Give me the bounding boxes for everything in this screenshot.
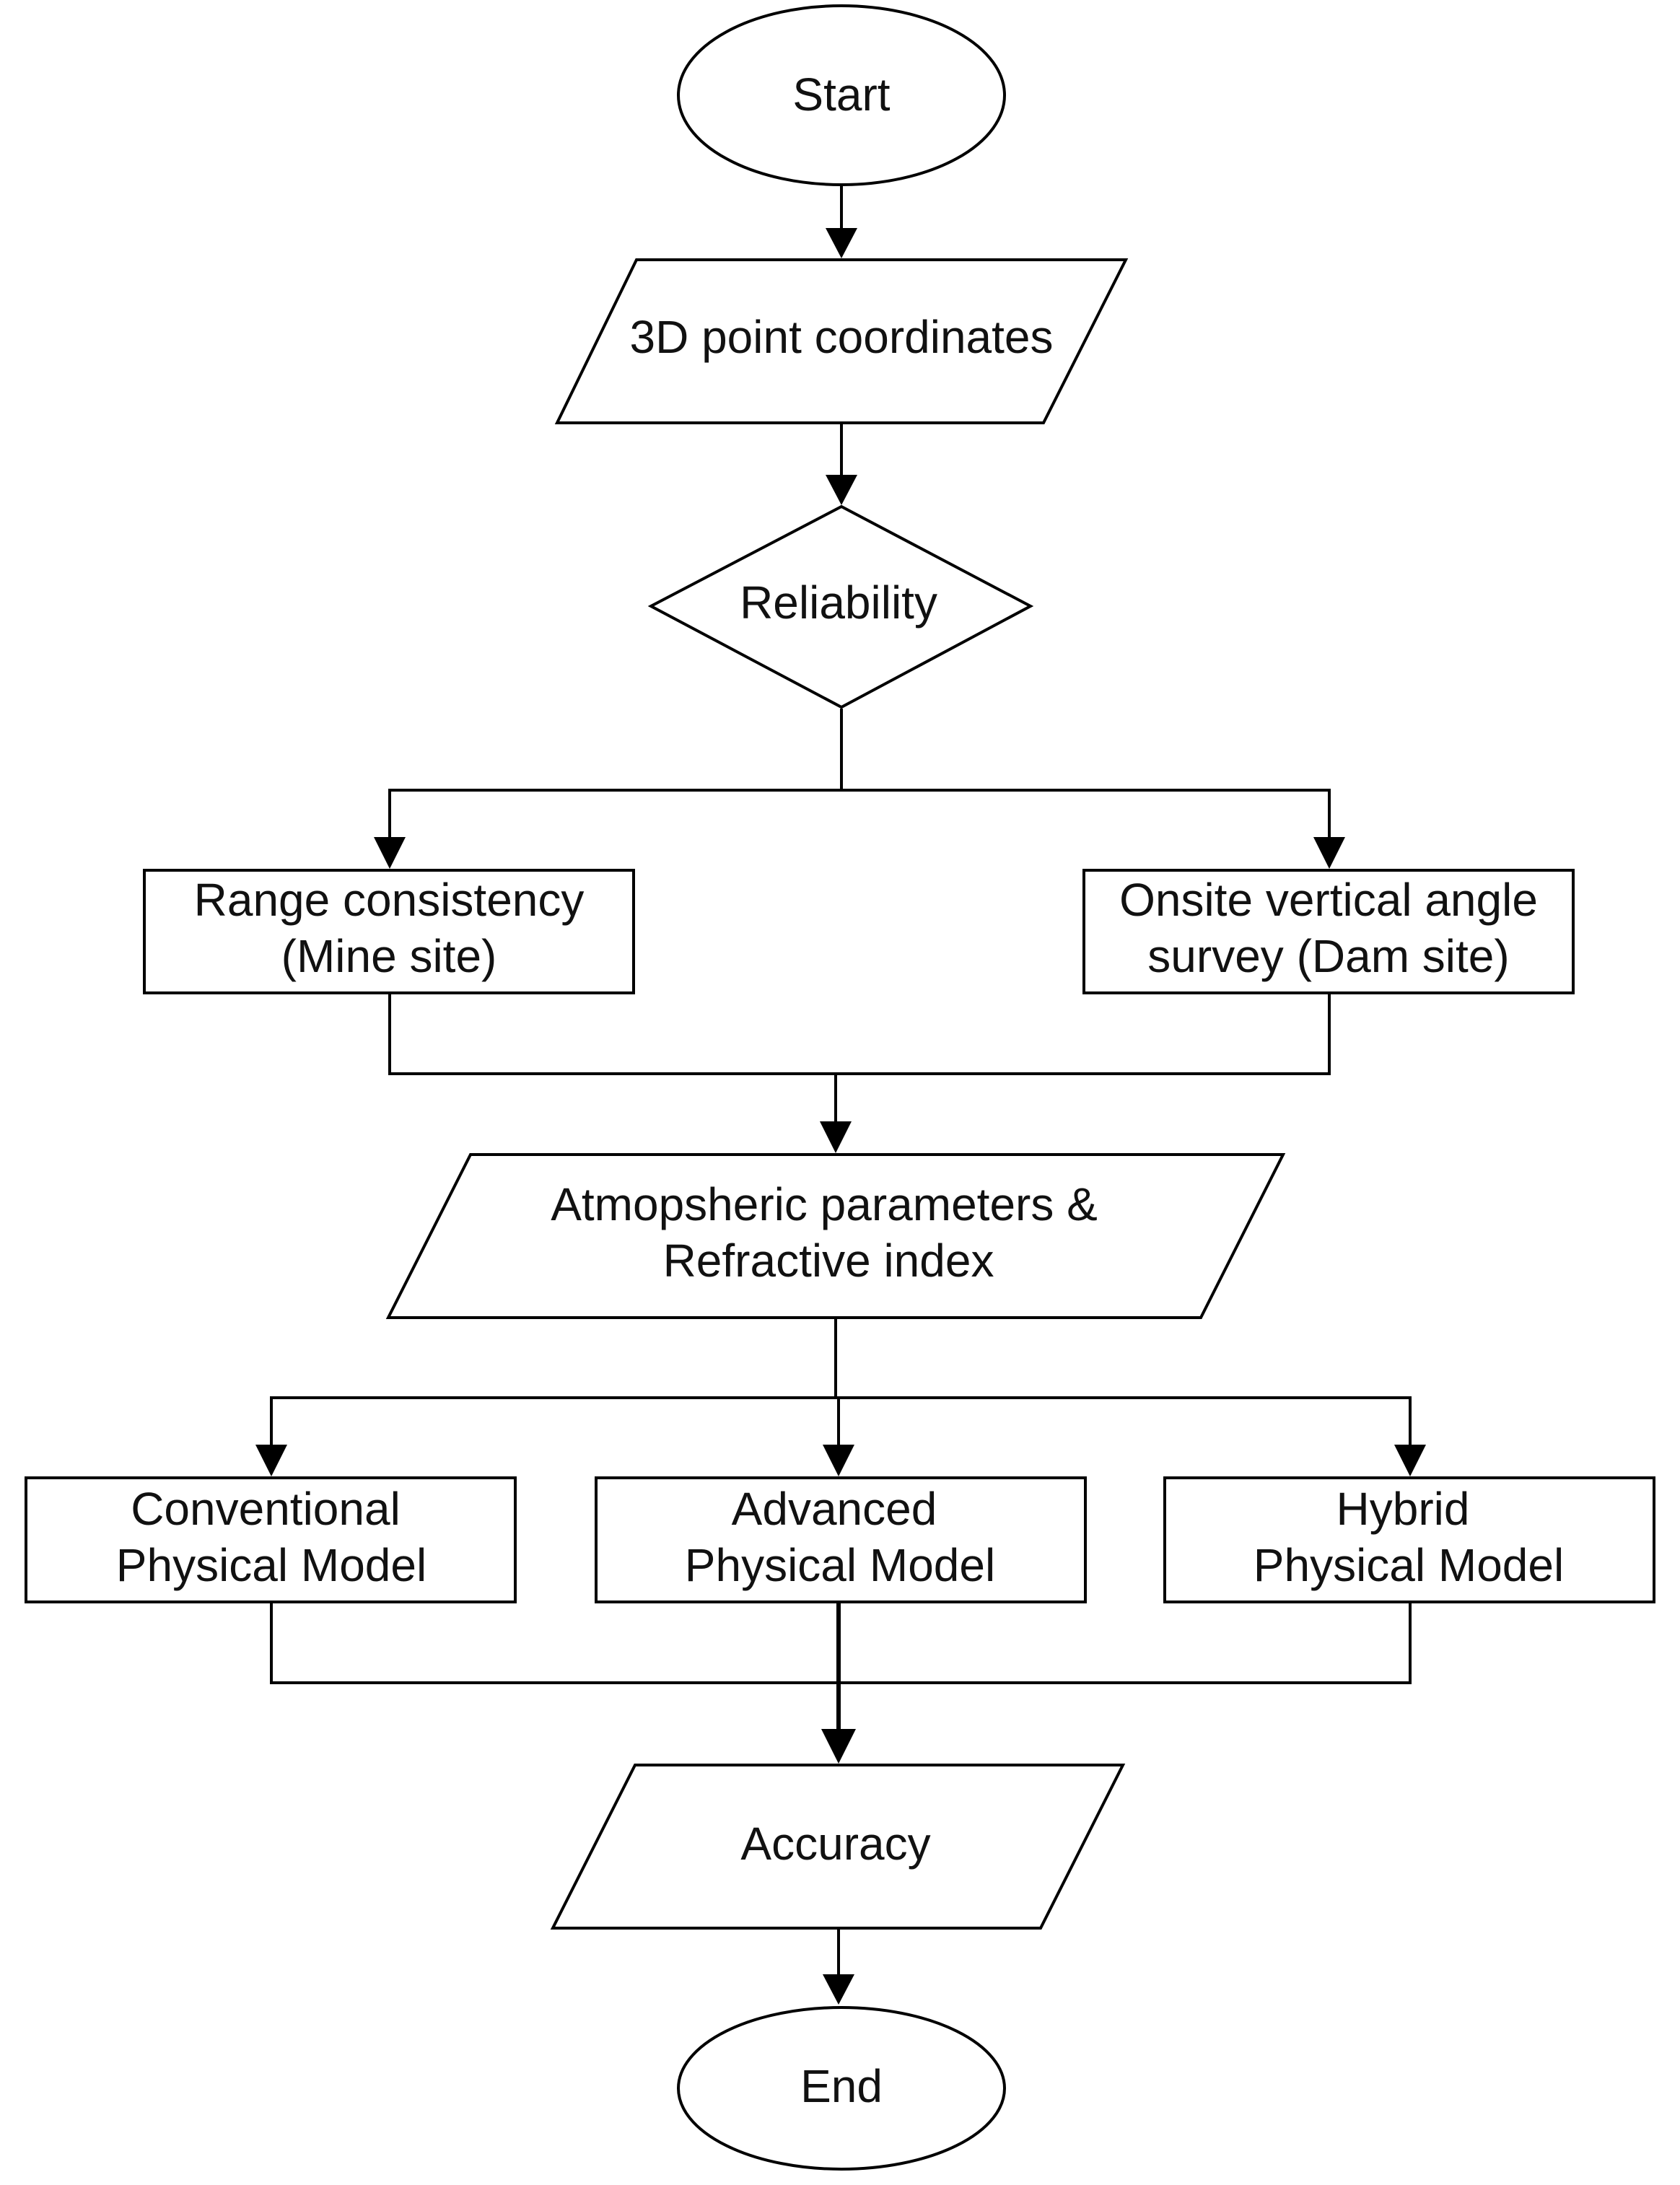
advanced-line1: Advanced bbox=[732, 1483, 937, 1535]
node-reliability: Reliability bbox=[647, 504, 1034, 709]
connector-split-to-range bbox=[388, 789, 841, 838]
range-consistency-line2: (Mine site) bbox=[281, 930, 497, 982]
reliability-label: Reliability bbox=[740, 577, 937, 629]
node-range-consistency: Range consistency (Mine site) bbox=[143, 869, 635, 994]
arrowhead-end bbox=[823, 1974, 854, 2005]
arrowhead-hybrid bbox=[1394, 1445, 1426, 1476]
node-start: Start bbox=[677, 4, 1006, 186]
atmospheric-line2: Refractive index bbox=[663, 1235, 994, 1287]
node-atmospheric-parameters: Atmopsheric parameters & Refractive inde… bbox=[385, 1153, 1286, 1319]
arrowhead-conventional bbox=[255, 1445, 287, 1476]
conventional-line2: Physical Model bbox=[116, 1539, 426, 1591]
advanced-line2: Physical Model bbox=[685, 1539, 995, 1591]
arrowhead-atmospheric bbox=[820, 1121, 852, 1153]
connector-split-to-conventional bbox=[270, 1396, 836, 1446]
start-label: Start bbox=[792, 69, 890, 121]
arrowhead-advanced bbox=[823, 1445, 854, 1476]
connectors bbox=[255, 186, 1426, 2005]
node-hybrid-model: Hybrid Physical Model bbox=[1163, 1476, 1655, 1603]
node-conventional-model: Conventional Physical Model bbox=[25, 1476, 517, 1603]
atmospheric-line1: Atmopsheric parameters & bbox=[551, 1178, 1098, 1230]
arrowhead-coordinates bbox=[826, 228, 857, 258]
hybrid-line2: Physical Model bbox=[1254, 1539, 1564, 1591]
vertical-angle-survey-line2: survey (Dam site) bbox=[1147, 930, 1509, 982]
node-vertical-angle-survey: Onsite vertical angle survey (Dam site) bbox=[1082, 869, 1575, 994]
arrowhead-vertical-angle-survey bbox=[1313, 837, 1345, 869]
end-label: End bbox=[800, 2060, 883, 2112]
accuracy-label: Accuracy bbox=[740, 1818, 930, 1870]
connector-split-to-hybrid bbox=[836, 1396, 1412, 1446]
connector-split-to-survey bbox=[841, 789, 1331, 838]
node-advanced-model: Advanced Physical Model bbox=[595, 1476, 1087, 1603]
vertical-angle-survey-line1: Onsite vertical angle bbox=[1119, 874, 1538, 926]
conventional-line1: Conventional bbox=[131, 1483, 401, 1535]
node-accuracy: Accuracy bbox=[550, 1764, 1126, 1930]
arrowhead-accuracy bbox=[821, 1729, 856, 1764]
arrowhead-reliability bbox=[826, 475, 857, 505]
connector-range-merge bbox=[388, 993, 1331, 1075]
hybrid-line1: Hybrid bbox=[1336, 1483, 1470, 1535]
arrowhead-range-consistency bbox=[374, 837, 406, 869]
node-3d-point-coordinates: 3D point coordinates bbox=[554, 258, 1129, 424]
range-consistency-line1: Range consistency bbox=[194, 874, 585, 926]
point-coordinates-label: 3D point coordinates bbox=[629, 311, 1053, 363]
node-end: End bbox=[677, 2006, 1006, 2171]
